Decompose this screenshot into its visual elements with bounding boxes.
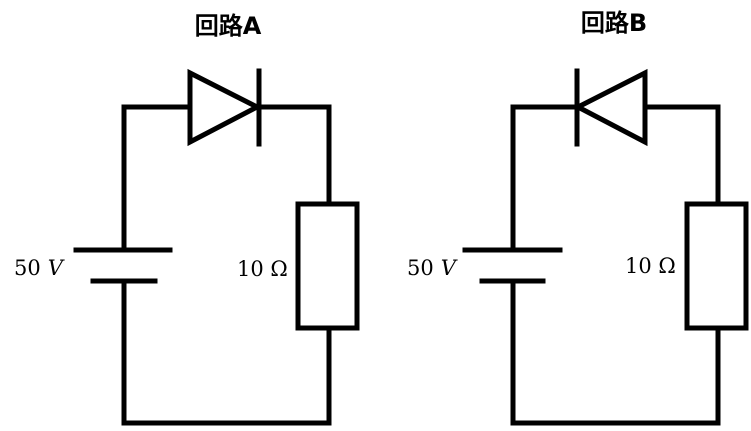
circuit-b-wire-top-right (642, 104, 721, 207)
circuit-a-battery-label: 50 V (14, 256, 65, 280)
circuit-a-wire-top-right (254, 104, 332, 207)
circuit-b-battery-unit: V (441, 256, 458, 280)
circuit-a-title: 回路A (195, 12, 262, 40)
circuit-b-resistor (684, 201, 749, 331)
circuit-a-wire-bottom (121, 278, 332, 426)
circuit-b-title: 回路B (581, 9, 647, 37)
circuit-b-wire-top-left (510, 104, 579, 253)
circuit-b-battery-value: 50 (407, 256, 434, 280)
circuit-a-battery-value: 50 (14, 256, 41, 280)
circuit-b-battery-label: 50 V (407, 256, 458, 280)
circuit-a-resistor-label: 10 Ω (237, 257, 288, 281)
circuit-a-wire-top-left (121, 104, 193, 253)
circuit-b-diode-triangle (572, 68, 648, 147)
circuit-b-wire-bottom (510, 278, 721, 426)
circuit-b-resistor-label: 10 Ω (625, 254, 676, 278)
circuit-a-battery-unit: V (48, 256, 65, 280)
circuit-a-resistor (295, 201, 360, 331)
circuit-b: 回路B 50 V 10 Ω (407, 9, 749, 426)
circuit-a: 回路A 50 V 10 Ω (14, 12, 360, 426)
circuit-a-diode-triangle (187, 68, 263, 147)
